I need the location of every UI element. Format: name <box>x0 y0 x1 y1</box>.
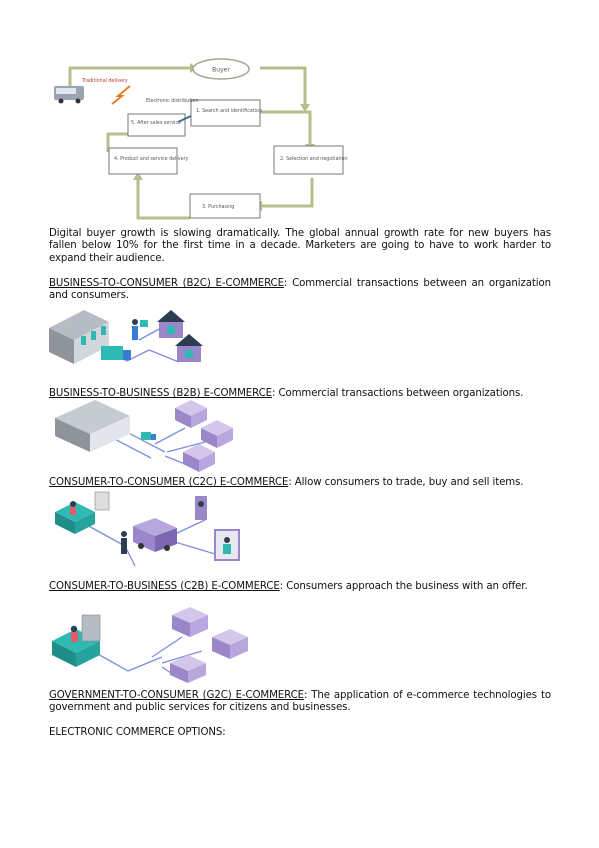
g2c-term: GOVERNMENT-TO-CONSUMER (G2C) E-COMMERCE <box>49 690 304 701</box>
g2c-description: : The application of e-commerce technolo… <box>49 690 551 714</box>
b2c-paragraph: BUSINESS-TO-CONSUMER (B2C) E-COMMERCE: C… <box>49 278 551 303</box>
g2c-paragraph: GOVERNMENT-TO-CONSUMER (G2C) E-COMMERCE:… <box>49 690 551 715</box>
c2c-term: CONSUMER-TO-CONSUMER (C2C) E-COMMERCE <box>49 477 289 488</box>
store-icon <box>175 400 207 428</box>
step-search-label: 1. Search and identification <box>196 108 262 114</box>
van-icon <box>133 518 177 552</box>
warehouse-icon <box>49 310 109 364</box>
step-delivery-box <box>108 147 178 175</box>
b2b-term: BUSINESS-TO-BUSINESS (B2B) E-COMMERCE <box>49 388 272 399</box>
house-icon <box>175 334 203 362</box>
step-search-box <box>190 99 261 127</box>
c2c-illustration <box>55 491 240 567</box>
electronic-distribution-label: Electronic distribution <box>146 98 199 104</box>
c2b-description: : Consumers approach the business with a… <box>279 581 528 592</box>
phone-person-icon <box>195 496 207 520</box>
lightning-icon <box>111 85 131 105</box>
b2b-paragraph: BUSINESS-TO-BUSINESS (B2B) E-COMMERCE: C… <box>49 388 551 400</box>
b2c-illustration <box>49 310 203 364</box>
warehouse-icon <box>55 400 130 452</box>
intro-paragraph: Digital buyer growth is slowing dramatic… <box>49 228 551 264</box>
truck-icon <box>141 432 156 440</box>
b2b-description: : Commercial transactions between organi… <box>271 388 524 399</box>
phone-screen-icon <box>94 491 110 511</box>
truck-icon <box>54 86 84 104</box>
step-selection-label: 2. Selection and negotiation <box>280 156 348 162</box>
c2c-paragraph: CONSUMER-TO-CONSUMER (C2C) E-COMMERCE: A… <box>49 477 551 489</box>
store-icon <box>212 629 248 659</box>
step-selection-box <box>273 145 344 175</box>
buyer-node <box>192 58 250 80</box>
b2c-term: BUSINESS-TO-CONSUMER (B2C) E-COMMERCE <box>49 278 284 289</box>
courier-person-icon <box>132 319 148 340</box>
c2c-description: : Allow consumers to trade, buy and sell… <box>288 477 524 488</box>
c2b-term: CONSUMER-TO-BUSINESS (C2B) E-COMMERCE <box>49 581 280 592</box>
b2b-illustration <box>55 400 233 472</box>
c2b-paragraph: CONSUMER-TO-BUSINESS (C2B) E-COMMERCE: C… <box>49 581 551 593</box>
store-icon <box>170 655 206 683</box>
phone-person-icon <box>214 529 240 561</box>
closing-heading: ELECTRONIC COMMERCE OPTIONS: <box>49 727 226 738</box>
b2c-description: : Commercial transactions between an org… <box>49 278 551 302</box>
step-purchasing-label: 3. Purchasing <box>202 204 234 210</box>
buyer-cycle-diagram: Buyer 1. Search and identification 2. Se… <box>54 58 348 220</box>
exchange-arrow-icon <box>177 115 192 123</box>
buyer-label: Buyer <box>212 67 230 74</box>
step-delivery-label: 4. Product and service delivery <box>114 156 189 162</box>
courier-person-icon <box>121 531 127 554</box>
c2b-illustration <box>52 607 248 683</box>
step-purchasing-box <box>189 193 261 219</box>
store-icon <box>201 420 233 448</box>
step-after-sales-label: 5. After sales service <box>131 120 181 126</box>
couch-person-icon <box>55 501 95 534</box>
store-icon <box>183 444 215 472</box>
person-laptop-icon <box>52 614 101 667</box>
step-after-sales-box <box>127 113 186 137</box>
traditional-delivery-label: Traditional delivery <box>81 78 128 84</box>
delivery-truck-icon <box>101 346 131 360</box>
house-icon <box>157 310 185 338</box>
store-icon <box>172 607 208 637</box>
